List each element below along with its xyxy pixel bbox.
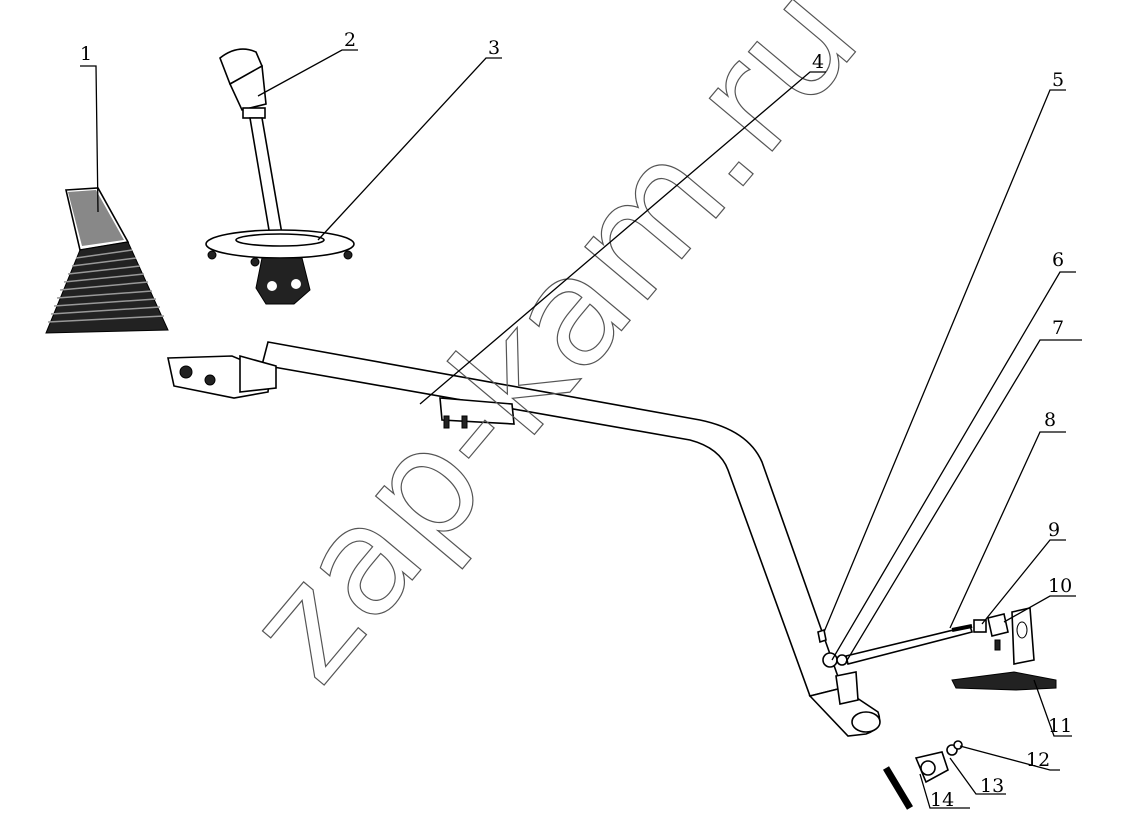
label-13: 13 [980, 775, 1004, 797]
label-10: 10 [1048, 575, 1072, 597]
parts-12-14-ball-joint [882, 740, 963, 810]
leader-lines [80, 49, 1082, 809]
label-11: 11 [1048, 715, 1072, 737]
label-4: 4 [812, 51, 824, 73]
label-5: 5 [1052, 69, 1064, 91]
label-12: 12 [1026, 749, 1050, 771]
label-6: 6 [1052, 249, 1064, 271]
part-2-3-shift-lever-assembly [205, 48, 355, 305]
label-1: 1 [80, 43, 92, 65]
parts-5-10-linkage [817, 613, 1009, 668]
part-4-shift-rod [167, 341, 881, 737]
label-9: 9 [1048, 519, 1060, 541]
label-2: 2 [344, 29, 356, 51]
label-14: 14 [930, 789, 954, 811]
part-1-shift-boot [45, 187, 169, 334]
part-11-bracket [951, 607, 1057, 691]
label-7: 7 [1052, 317, 1064, 339]
label-3: 3 [488, 37, 500, 59]
label-8: 8 [1044, 409, 1056, 431]
callout-labels: 1 2 3 4 5 6 7 8 9 10 11 12 13 14 [80, 29, 1072, 811]
